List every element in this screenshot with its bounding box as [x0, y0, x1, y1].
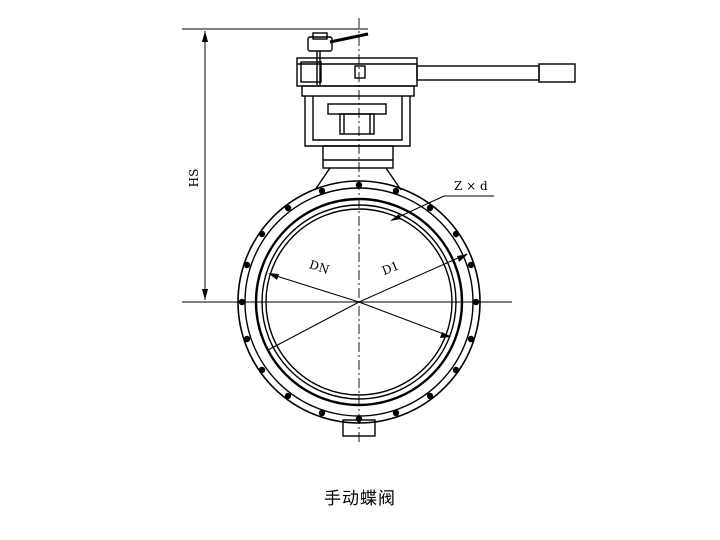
dn-dimension-line: [267, 273, 360, 351]
hs-label: HS: [187, 169, 201, 188]
bolt-holes: [238, 181, 480, 423]
bolt-spec-label: Z × d: [454, 179, 488, 193]
yoke: [304, 96, 411, 191]
d1-label: D1: [380, 259, 401, 278]
lever-actuator: [296, 32, 576, 97]
dn-label: DN: [308, 257, 331, 277]
bolt-leader-line: [390, 195, 494, 221]
figure-caption: 手动蝶阀: [324, 489, 396, 509]
d1-dimension-line: [358, 253, 468, 338]
hs-dimension: [182, 28, 512, 303]
